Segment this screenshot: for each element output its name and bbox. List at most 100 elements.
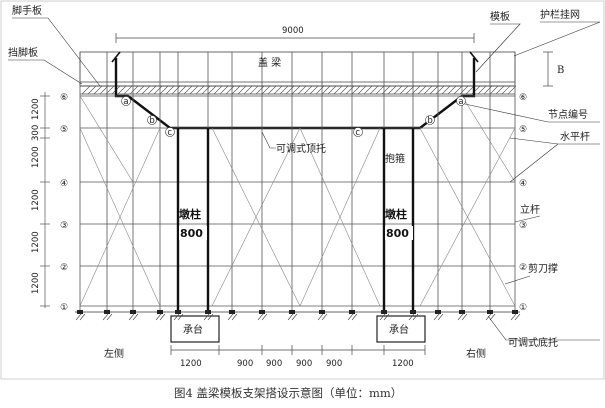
hatch-line [321,85,331,95]
ground-hatch [102,313,109,321]
node-number-left: ① [60,303,68,313]
hatch-line [429,85,439,95]
base-support [175,310,181,314]
cap-beam-soffit [114,82,476,130]
guard-net-label: 护栏挂网 [540,8,580,21]
scissor-brace-line [419,127,516,307]
right-formwork-tip [469,51,479,63]
ground-hatch [461,313,468,321]
left-formwork-tip [111,51,121,63]
left-pier-size-bg [179,226,207,240]
ground-hatch [128,313,135,321]
adjustable-base-label: 可调式底托 [508,336,558,349]
node-number-right: ③ [519,221,527,231]
hatch-line [237,85,247,95]
b-label: B [557,65,564,76]
formwork-label: 模板 [490,10,510,23]
base-support [77,310,83,314]
base-support [487,310,493,314]
ground-hatch [383,313,390,321]
vertical-dim-label: 1200 [31,146,41,168]
ground-hatch [106,313,113,321]
bottom-dim-label: 1200 [392,359,414,369]
figure-caption: 图4 盖梁模板支架搭设示意图（单位：mm） [174,386,402,400]
bottom-dim-label: 900 [296,359,312,369]
scissor-brace-line [211,127,301,307]
hatch-line [387,85,397,95]
hatch-line [213,85,223,95]
node-letter-circle [121,96,131,106]
node-letter: c [355,128,360,138]
scissor-brace-line [79,95,134,183]
ground-hatch [510,313,517,321]
node-number-right: ② [519,263,527,273]
vertical-dim-label: 1200 [31,231,41,253]
node-letter: a [123,97,128,107]
hatch-line [477,85,487,95]
adjustable-top-label: 可调式顶托 [276,142,326,155]
bottom-dim-label: 900 [326,359,342,369]
horizontal-bar-leader-2 [509,143,559,183]
hatch-line [153,85,163,95]
adjustable-base-leader [487,315,600,341]
base-support [229,310,235,314]
hatch-line [441,85,451,95]
node-number-left: ② [60,263,68,273]
hatch-line [435,85,445,95]
ground-hatch [379,313,386,321]
ground-hatch [347,313,354,321]
adjustable-top-leader [261,131,276,149]
hatch-line [279,85,289,95]
right-pile-cap [376,315,426,343]
hatch-line [87,85,97,95]
hatch-line [261,85,271,95]
left-pile-cap-label: 承台 [183,323,203,336]
hatch-line [291,85,301,95]
ground-hatch [173,313,180,321]
hatch-line [219,85,229,95]
base-support [435,310,441,314]
ground-hatch [514,313,521,321]
base-support [459,310,465,314]
scissor-brace-label: 剪刀撑 [528,262,558,275]
ground-hatch [408,313,415,321]
base-support [104,310,110,314]
hatch-line [195,85,205,95]
kick-board-leader [12,17,101,87]
node-number-right: ⑤ [519,125,527,135]
hatch-line [243,85,253,95]
node-letter-circle [147,115,157,125]
ground-hatch [433,313,440,321]
hatch-line [315,85,325,95]
left-pile-cap [170,315,220,343]
hatch-line [459,85,469,95]
hatch-line [177,85,187,95]
hatch-line [249,85,259,95]
ground-hatch [351,313,358,321]
hatch-line [207,85,217,95]
ground-hatch [207,313,214,321]
ground-hatch [412,313,419,321]
ground-hatch [489,313,496,321]
hatch-line [501,85,511,95]
deck-board-hatching [81,85,517,95]
hatch-line [171,85,181,95]
hatch-line [393,85,403,95]
hatch-line [273,85,283,95]
hatch-line [453,85,463,95]
node-letter-circle [456,96,466,106]
hatch-line [483,85,493,95]
ground-hatch [177,313,184,321]
node-number-left: ⑤ [60,125,68,135]
base-support [205,310,211,314]
bottom-dim-label: 900 [237,359,253,369]
ground-hatch [155,313,162,321]
scissor-brace-leader [504,275,531,285]
right-side-label: 右侧 [466,347,486,360]
hatch-line [495,85,505,95]
hatch-line [159,85,169,95]
right-pier-label: 墩柱 [385,207,407,221]
guard-net-leader [513,21,601,57]
ground-hatch [317,313,324,321]
